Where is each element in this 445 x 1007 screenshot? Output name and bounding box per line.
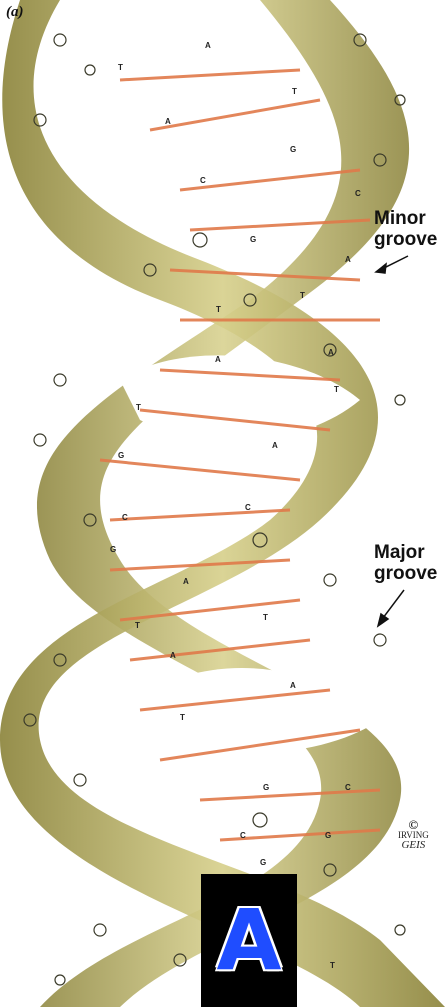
major-groove-label-line2: groove bbox=[374, 563, 437, 584]
base-letter: G bbox=[263, 783, 269, 792]
base-letter: T bbox=[216, 305, 221, 314]
base-letter: A bbox=[328, 348, 334, 357]
base-letter: A bbox=[215, 355, 221, 364]
major-groove-label-line1: Major bbox=[374, 542, 437, 563]
base-letter: A bbox=[165, 117, 171, 126]
base-letter: T bbox=[263, 613, 268, 622]
base-letter: C bbox=[345, 783, 351, 792]
base-letter: A bbox=[205, 41, 211, 50]
base-letter: A bbox=[345, 255, 351, 264]
base-letter: T bbox=[300, 291, 305, 300]
base-letter: A bbox=[183, 577, 189, 586]
artist-signature: © IRVING GEIS bbox=[398, 820, 429, 850]
base-letter: C bbox=[200, 176, 206, 185]
minor-groove-label-line1: Minor bbox=[374, 208, 437, 229]
base-letter: C bbox=[355, 189, 361, 198]
badge-letter: A bbox=[201, 874, 297, 1007]
base-letter: G bbox=[118, 451, 124, 460]
base-letter: G bbox=[250, 235, 256, 244]
base-letter: A bbox=[170, 651, 176, 660]
base-letter: C bbox=[240, 831, 246, 840]
panel-label: (a) bbox=[6, 4, 24, 21]
base-letter: G bbox=[325, 831, 331, 840]
base-letter: G bbox=[110, 545, 116, 554]
base-letter: T bbox=[292, 87, 297, 96]
base-letter: G bbox=[260, 858, 266, 867]
major-groove-label: Major groove bbox=[374, 542, 437, 584]
copyright-symbol: © bbox=[398, 820, 429, 830]
base-letter: A bbox=[272, 441, 278, 450]
base-letter: C bbox=[245, 503, 251, 512]
minor-groove-label-line2: groove bbox=[374, 229, 437, 250]
base-letter: T bbox=[135, 621, 140, 630]
answer-badge: A bbox=[201, 874, 297, 1007]
base-letter: A bbox=[290, 681, 296, 690]
signature-line2: GEIS bbox=[398, 840, 429, 850]
base-letter: T bbox=[334, 385, 339, 394]
base-letter: G bbox=[290, 145, 296, 154]
base-letter: T bbox=[330, 961, 335, 970]
base-letter: T bbox=[180, 713, 185, 722]
base-letter: T bbox=[136, 403, 141, 412]
base-letter: T bbox=[118, 63, 123, 72]
base-letter: C bbox=[122, 513, 128, 522]
minor-groove-label: Minor groove bbox=[374, 208, 437, 250]
